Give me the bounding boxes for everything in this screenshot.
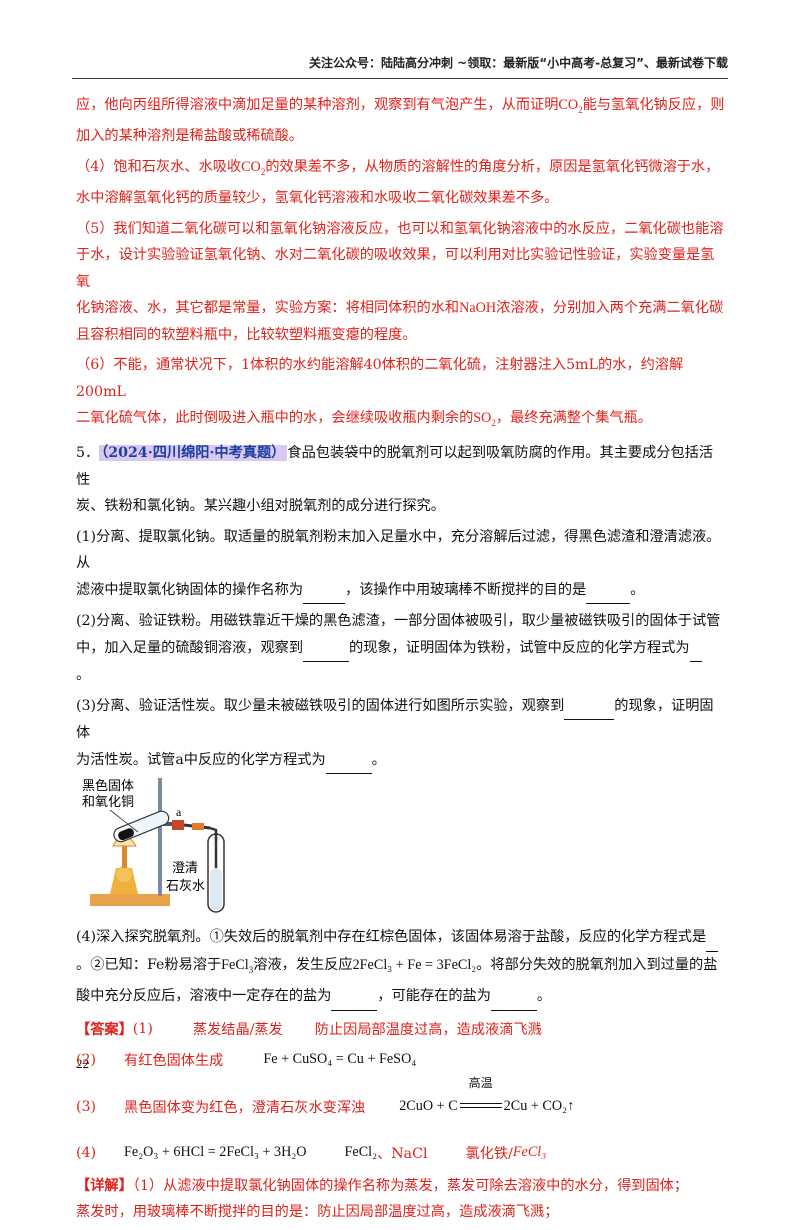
answer-paragraph-5: （5）我们知道二氧化碳可以和氢氧化钠溶液反应，也可以和氢氧化钠溶液中的水反应，二… xyxy=(76,220,724,343)
blank[interactable] xyxy=(490,983,537,1011)
stand-base xyxy=(90,894,170,907)
blank[interactable] xyxy=(303,635,350,663)
answer-paragraph-4: （4）饱和石灰水、水吸收CO2的效果差不多，从物质的溶解性的角度分析，原因是氢氧… xyxy=(76,158,720,207)
fig-label-clear: 澄清 xyxy=(172,861,198,876)
blank[interactable] xyxy=(564,693,615,721)
source-tag: （2024·四川绵阳·中考真题） xyxy=(99,445,288,462)
stand-rod xyxy=(158,778,162,897)
question-5-part-1: (1)分离、提取氯化钠。取适量的脱氧剂粉末加入足量水中，充分溶解后过滤，得黑色滤… xyxy=(76,524,726,605)
question-5-part-4: (4)深入探究脱氧剂。①失效后的脱氧剂中存在红棕色固体，该固体易溶于盐酸，反应的… xyxy=(76,924,726,1011)
fig-label-a: a xyxy=(176,805,182,819)
page-number: 22 xyxy=(76,1056,89,1071)
reaction-condition: 高温 xyxy=(468,1075,493,1090)
answer-paragraph-3: 应，他向丙组所得溶液中滴加足量的某种溶剂，观察到有气泡产生，从而证明CO2能与氢… xyxy=(76,97,725,145)
question-5-part-2: (2)分离、验证铁粉。用磁铁靠近干燥的黑色滤渣，一部分固体被吸引，取少量被磁铁吸… xyxy=(76,613,721,684)
question-number: 5． xyxy=(76,445,100,462)
stopper xyxy=(172,820,184,831)
question-5-intro: 5．（2024·四川绵阳·中考真题）食品包装袋中的脱氧剂可以起到吸氧防腐的作用。… xyxy=(76,445,714,515)
burner-neck xyxy=(122,846,127,869)
co2-formula: CO2 xyxy=(241,158,266,177)
blank[interactable] xyxy=(586,577,631,605)
page-content: 应，他向丙组所得溶液中滴加足量的某种溶剂，观察到有气泡产生，从而证明CO2能与氢… xyxy=(76,92,726,1230)
blank[interactable] xyxy=(706,924,719,952)
blank[interactable] xyxy=(331,983,378,1011)
iron-copper-sulfate-equation: Fe + CuSO₄ = Cu + FeSO₄ xyxy=(263,1051,417,1068)
co2-formula: CO2 xyxy=(558,97,583,115)
answer-row-4: (4) Fe₂O₃ + 6HCl = 2FeCl₃ + 3H₂O FeCl₂、N… xyxy=(76,1144,547,1162)
apparatus-diagram: 黑色固体 和氧化铜 a 澄清 石灰水 xyxy=(82,778,225,914)
header-rule xyxy=(72,78,728,79)
fecl3-formula: FeCl3 xyxy=(221,956,254,975)
so2-formula: SO2 xyxy=(473,410,496,428)
blank[interactable] xyxy=(325,747,372,775)
burner-fuel xyxy=(116,866,132,883)
fe-fecl3-equation: 2FeCl₃ + Fe = 3FeCl₂ xyxy=(352,956,477,973)
pointer-line xyxy=(109,810,139,833)
fig-label-black-solid: 黑色固体 xyxy=(82,778,134,794)
answer-block: 【答案】(1) 蒸发结晶/蒸发 防止因局部温度过高，造成液滴飞溅 (2) 有红色… xyxy=(76,1015,726,1169)
rubber-joint xyxy=(192,823,204,831)
blank[interactable] xyxy=(689,635,702,663)
receiving-tube xyxy=(207,833,225,914)
answer-row-3: (3) 黑色固体变为红色，澄清石灰水变浑浊 2CuO + C 高温 2Cu + … xyxy=(76,1075,575,1116)
carbon-reduction-equation: 2CuO + C 高温 2Cu + CO₂↑ xyxy=(399,1075,575,1115)
document-page: 关注公众号：陆陆高分冲刺 ~领取：最新版“小中高考-总复习”、最新试卷下载 应，… xyxy=(72,56,728,1220)
blank[interactable] xyxy=(303,577,346,605)
answer-row-1: 【答案】(1) 蒸发结晶/蒸发 防止因局部温度过高，造成液滴飞溅 xyxy=(76,1020,542,1038)
answer-row-2: (2) 有红色固体生成 Fe + CuSO₄ = Cu + FeSO₄ xyxy=(76,1051,417,1069)
fig-label-copper-oxide: 和氧化铜 xyxy=(82,795,134,810)
page-header: 关注公众号：陆陆高分冲刺 ~领取：最新版“小中高考-总复习”、最新试卷下载 xyxy=(309,56,728,70)
detail-paragraph: 【详解】（1）从滤液中提取氯化钠固体的操作名称为蒸发，蒸发可除去溶液中的水分，得… xyxy=(76,1177,689,1221)
question-5-part-3: (3)分离、验证活性炭。取少量未被磁铁吸引的固体进行如图所示实验，观察到 的现象… xyxy=(76,693,726,775)
test-tube-a xyxy=(113,811,170,843)
apparatus-figure: 黑色固体 和氧化铜 a 澄清 石灰水 xyxy=(80,776,260,916)
iron-oxide-hcl-equation: Fe₂O₃ + 6HCl = 2FeCl₃ + 3H₂O xyxy=(124,1144,307,1161)
naoh-formula: NaOH xyxy=(459,300,497,317)
fig-label-limewater: 石灰水 xyxy=(166,879,205,894)
limewater xyxy=(210,868,222,911)
answer-paragraph-6: （6）不能，通常状况下，1体积的水约能溶解40体积的二氧化硫，注射器注入5mL的… xyxy=(76,357,684,428)
